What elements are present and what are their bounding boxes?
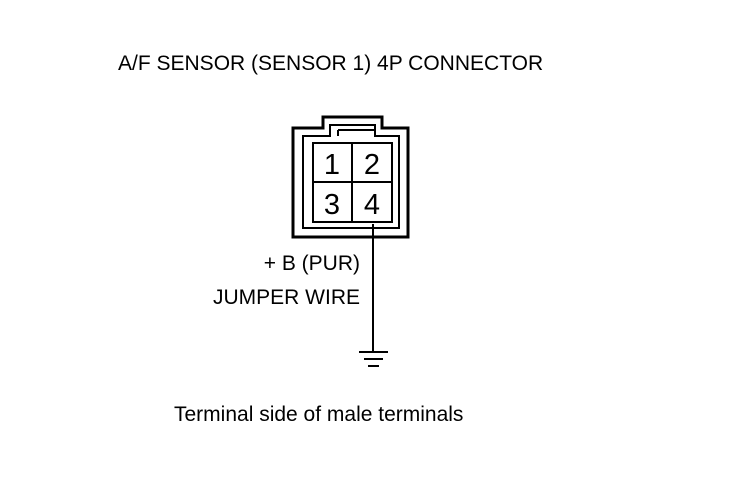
jumper-wire-label: JUMPER WIRE <box>213 286 360 309</box>
connector-housing <box>291 115 410 239</box>
pin-1: 1 <box>324 149 340 181</box>
pin-4: 4 <box>364 189 380 221</box>
pin-2: 2 <box>364 149 380 181</box>
terminal-side-caption: Terminal side of male terminals <box>174 403 464 426</box>
connector-inner-outline <box>302 124 400 229</box>
ground-icon <box>359 351 388 367</box>
wire-color-label: + B (PUR) <box>263 252 360 275</box>
pin-3: 3 <box>324 189 340 221</box>
connector-title: A/F SENSOR (SENSOR 1) 4P CONNECTOR <box>118 52 544 75</box>
